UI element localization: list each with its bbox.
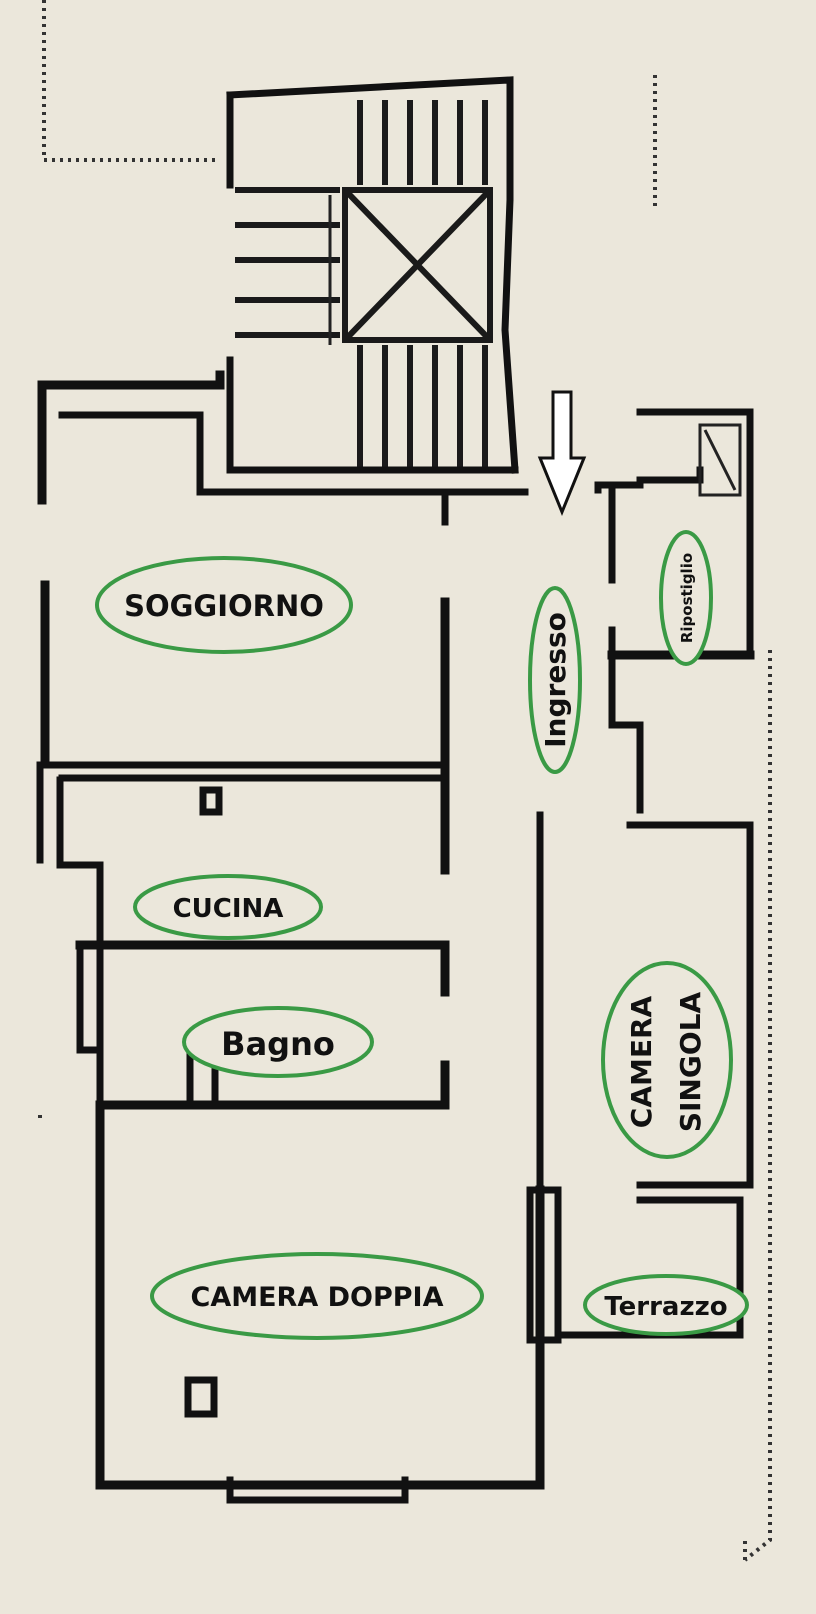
room-label-cucina: CUCINA <box>133 874 323 940</box>
room-label-bagno: Bagno <box>182 1006 374 1078</box>
room-label-terrazzo: Terrazzo <box>583 1274 749 1336</box>
cucina-bagno-walls <box>36 761 450 1110</box>
svg-text:SINGOLA: SINGOLA <box>674 992 707 1133</box>
soggiorno-walls <box>37 370 529 875</box>
svg-text:Ripostiglio: Ripostiglio <box>678 553 696 643</box>
room-label-camera-doppia: CAMERA DOPPIA <box>150 1252 484 1340</box>
svg-text:SOGGIORNO: SOGGIORNO <box>124 589 324 623</box>
svg-text:Terrazzo: Terrazzo <box>604 1292 727 1322</box>
svg-text:CUCINA: CUCINA <box>173 894 284 924</box>
svg-text:CAMERA: CAMERA <box>625 995 658 1128</box>
room-label-ingresso: Ingresso <box>528 586 582 774</box>
room-label-soggiorno: SOGGIORNO <box>95 556 353 654</box>
stairwell <box>226 76 519 474</box>
room-label-camera-singola: CAMERA SINGOLA <box>601 961 733 1159</box>
room-label-ripostiglio: Ripostiglio <box>659 530 713 666</box>
camera-doppia-walls <box>95 1100 744 1504</box>
boundary-lines <box>38 0 772 1562</box>
svg-text:Bagno: Bagno <box>221 1025 335 1063</box>
svg-text:Ingresso: Ingresso <box>539 612 572 748</box>
down-arrow-icon <box>537 390 587 516</box>
svg-text:CAMERA DOPPIA: CAMERA DOPPIA <box>191 1282 444 1313</box>
